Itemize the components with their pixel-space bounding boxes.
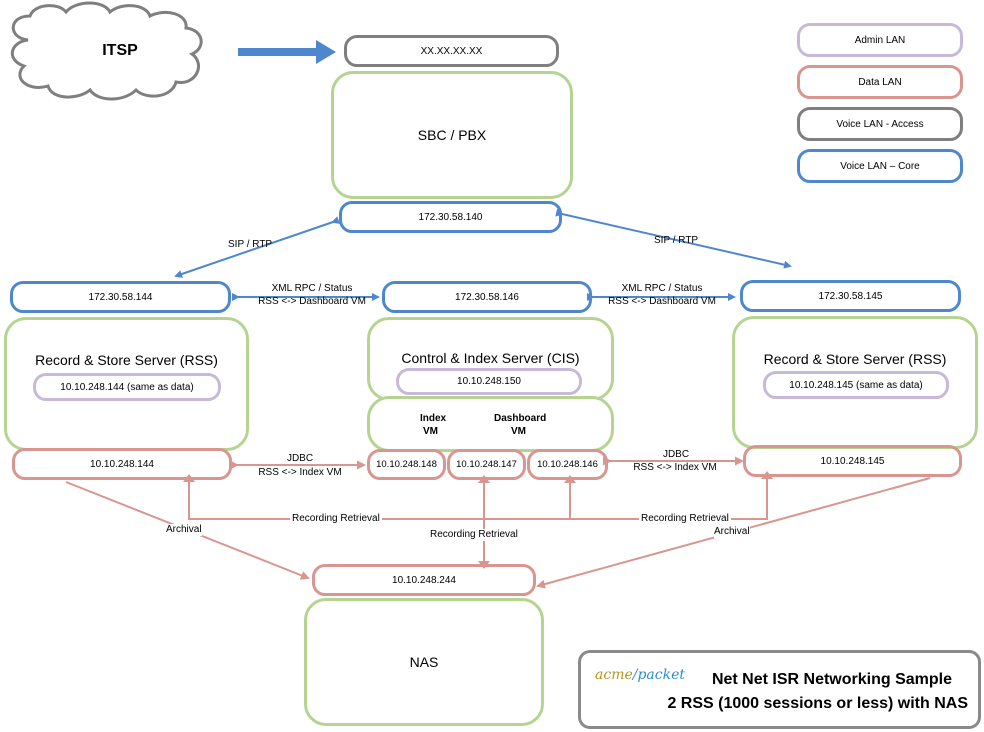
index-vm-label-1: Index: [420, 413, 447, 424]
jdbc-left-label-2: RSS <-> Index VM: [258, 467, 342, 478]
retrieval-left-label: Recording Retrieval: [290, 513, 382, 525]
cis-data-ip-3: 10.10.248.146: [527, 449, 608, 480]
rss-right-admin-ip: 10.10.248.145 (same as data): [763, 371, 949, 399]
rss-left-title: Record & Store Server (RSS): [35, 352, 218, 368]
xml-left-label-2: RSS <-> Dashboard VM: [258, 296, 366, 307]
legend-admin-lan: Admin LAN: [797, 23, 963, 57]
retrieval-right-label: Recording Retrieval: [639, 513, 731, 525]
cis-data-ip-2: 10.10.248.147: [447, 449, 526, 480]
archival-right-label: Archival: [714, 526, 750, 538]
dashboard-vm-label-2: VM: [511, 426, 526, 437]
rss-left-data-ip: 10.10.248.144: [12, 448, 232, 480]
sbc-pbx-box: SBC / PBX: [331, 71, 573, 199]
sip-right-label: SIP / RTP: [654, 235, 699, 246]
nas-box: NAS: [304, 598, 544, 726]
branding-box: acme/packet Net Net ISR Networking Sampl…: [578, 650, 981, 729]
public-ip-box: XX.XX.XX.XX: [344, 35, 559, 67]
jdbc-left-label-1: JDBC: [286, 453, 314, 464]
branding-line-2: 2 RSS (1000 sessions or less) with NAS: [667, 695, 968, 712]
cis-title: Control & Index Server (CIS): [401, 350, 580, 366]
index-vm-label-2: VM: [423, 426, 438, 437]
archival-left-label: Archival: [166, 524, 202, 536]
nas-title: NAS: [409, 654, 439, 670]
legend-voice-access: Voice LAN - Access: [797, 107, 963, 141]
sbc-voice-ip-box: 172.30.58.140: [339, 201, 562, 233]
rss-right-voice-ip: 172.30.58.145: [740, 280, 961, 312]
xml-right-label-2: RSS <-> Dashboard VM: [608, 296, 716, 307]
cis-vm-box: Index VM Dashboard VM: [367, 396, 614, 452]
recording-retrieval-bus: [188, 477, 768, 563]
rss-left-admin-ip: 10.10.248.144 (same as data): [33, 373, 221, 401]
legend-voice-core: Voice LAN – Core: [797, 149, 963, 183]
rss-left-voice-ip: 172.30.58.144: [10, 281, 231, 313]
nas-data-ip: 10.10.248.244: [312, 564, 536, 596]
rss-left-server-box: Record & Store Server (RSS) 10.10.248.14…: [4, 317, 249, 451]
rss-right-data-ip: 10.10.248.145: [743, 445, 962, 477]
dashboard-vm-label-1: Dashboard: [494, 413, 547, 424]
retrieval-center-label: Recording Retrieval: [428, 529, 520, 541]
xml-right-label-1: XML RPC / Status: [621, 283, 703, 294]
logo-slash-icon: /: [632, 667, 638, 683]
cis-admin-ip: 10.10.248.150: [396, 368, 582, 395]
acme-packet-logo: acme/packet: [595, 667, 686, 683]
sbc-pbx-title: SBC / PBX: [417, 127, 487, 143]
sip-left-arrow: [174, 216, 340, 278]
jdbc-right-label-2: RSS <-> Index VM: [633, 462, 717, 473]
sip-right-arrow: [555, 208, 792, 269]
itsp-label: ITSP: [102, 42, 138, 59]
cis-data-ip-1: 10.10.248.148: [367, 449, 446, 480]
jdbc-right-label-1: JDBC: [662, 449, 690, 460]
cis-voice-ip: 172.30.58.146: [382, 281, 592, 313]
rss-right-server-box: Record & Store Server (RSS) 10.10.248.14…: [732, 316, 978, 449]
xml-left-label-1: XML RPC / Status: [271, 283, 353, 294]
rss-right-title: Record & Store Server (RSS): [763, 351, 947, 367]
branding-line-1: Net Net ISR Networking Sample: [711, 671, 952, 688]
itsp-uplink-arrow: [238, 40, 336, 64]
legend-data-lan: Data LAN: [797, 65, 963, 99]
cis-server-box: Control & Index Server (CIS) 10.10.248.1…: [367, 317, 614, 401]
sip-left-label: SIP / RTP: [228, 239, 273, 250]
itsp-cloud-shape: [11, 1, 203, 101]
